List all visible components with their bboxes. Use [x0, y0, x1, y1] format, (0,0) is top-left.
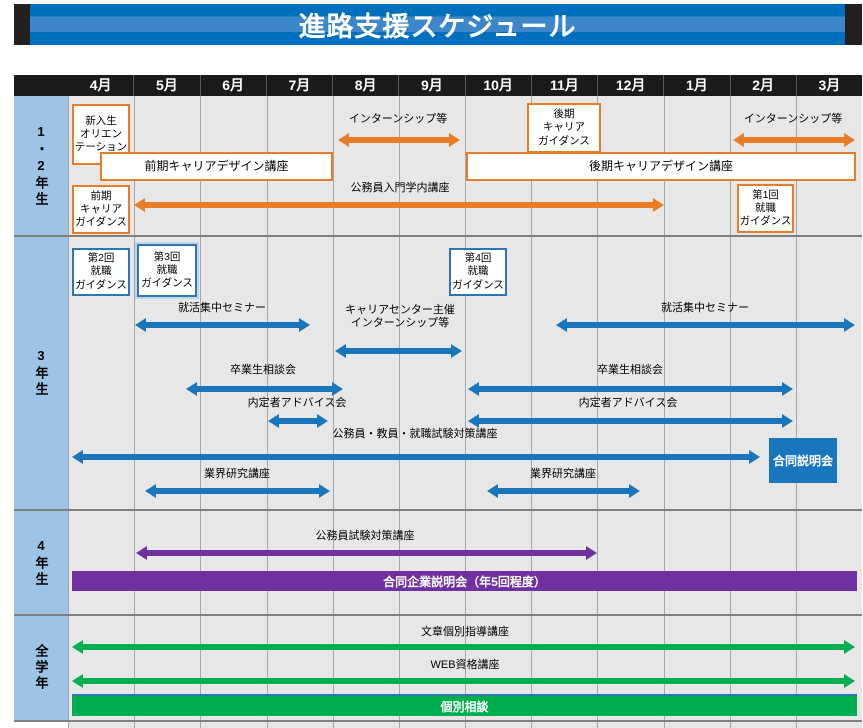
event-box-job-guidance-2: 第2回 就職 ガイダンス — [72, 248, 130, 296]
event-label-naitei-advice-left: 内定者アドバイス会 — [247, 397, 347, 409]
event-label-exam-prep-course: 公務員・教員・就職試験対策講座 — [332, 428, 498, 440]
bar-individual-consultation: 個別相談 — [72, 694, 857, 716]
arrow-internship-second-half — [733, 133, 855, 147]
event-box-career-design-second-term: 後期キャリアデザイン講座 — [466, 152, 856, 181]
month-header: 3月 — [795, 75, 862, 96]
event-label-writing-course: 文章個別指導講座 — [421, 626, 509, 638]
event-box-job-guidance-4: 第4回 就職 ガイダンス — [449, 248, 507, 296]
event-label-career-center-internship: キャリアセンター主催 インターンシップ等 — [345, 304, 455, 330]
arrow-alumni-consultation-left — [186, 382, 343, 396]
page-title: 進路支援スケジュール — [298, 12, 577, 42]
event-label-job-hunting-seminar-right: 就活集中セミナー — [661, 302, 749, 314]
arrow-job-hunting-seminar-left — [135, 318, 310, 332]
month-header: 5月 — [133, 75, 199, 96]
arrow-career-center-internship — [335, 344, 462, 358]
month-header: 12月 — [597, 75, 663, 96]
arrow-civil-servant-intro-course — [134, 198, 664, 212]
event-label-alumni-consultation-left: 卒業生相談会 — [230, 364, 296, 376]
event-label-naitei-advice-right: 内定者アドバイス会 — [578, 397, 678, 409]
event-box-job-guidance-3: 第3回 就職 ガイダンス — [137, 244, 197, 297]
month-header: 11月 — [530, 75, 597, 96]
event-box-joint-briefing: 合同説明会 — [769, 438, 837, 483]
month-header: 4月 — [89, 77, 112, 93]
row-label-grade4: 4年生 — [14, 511, 68, 614]
event-box-career-design-first-term: 前期キャリアデザイン講座 — [100, 152, 333, 181]
arrow-job-hunting-seminar-right — [556, 318, 855, 332]
event-label-internship-second-half: インターンシップ等 — [743, 113, 843, 125]
section-divider — [14, 614, 862, 616]
arrow-web-certificate-course — [72, 674, 855, 688]
section-divider — [14, 235, 862, 237]
section-divider — [14, 720, 862, 722]
arrow-alumni-consultation-right — [468, 382, 793, 396]
arrow-naitei-advice-right — [468, 414, 793, 428]
month-header: 6月 — [199, 75, 266, 96]
event-label-civil-servant-intro-course: 公務員入門学内講座 — [350, 182, 450, 194]
arrow-exam-prep-course — [72, 450, 760, 464]
event-label-alumni-consultation-right: 卒業生相談会 — [597, 364, 663, 376]
month-header: 2月 — [729, 75, 796, 96]
event-label-internship-first-half: インターンシップ等 — [348, 113, 448, 125]
event-label-industry-research-right: 業界研究講座 — [530, 468, 596, 480]
event-box-job-guidance-1: 第1回 就職 ガイダンス — [737, 184, 794, 233]
row-label-grade12: 1・2年生 — [14, 96, 68, 235]
arrow-civil-exam-prep — [136, 546, 597, 560]
event-label-civil-exam-prep: 公務員試験対策講座 — [315, 530, 415, 542]
month-header: 7月 — [265, 75, 332, 96]
arrow-naitei-advice-left — [268, 414, 328, 428]
arrow-industry-research-left — [145, 484, 330, 498]
row-label-all-grades: 全学年 — [14, 616, 68, 720]
arrow-internship-first-half — [338, 133, 460, 147]
title-banner: 進路支援スケジュール — [30, 4, 845, 45]
event-label-industry-research-left: 業界研究講座 — [204, 468, 270, 480]
event-box-career-guidance-first-term: 前期 キャリア ガイダンス — [72, 185, 130, 234]
header-corner-cell — [14, 75, 68, 96]
month-header: 8月 — [332, 75, 398, 96]
month-header: 9月 — [398, 75, 464, 96]
month-header-row: 4月 5月 6月 7月 8月 9月 10月 11月 12月 1月 2月 3月 — [68, 75, 862, 96]
event-label-job-hunting-seminar-left: 就活集中セミナー — [178, 302, 266, 314]
chart-grid — [68, 96, 862, 728]
arrow-industry-research-right — [487, 484, 640, 498]
event-box-career-guidance-second-term: 後期 キャリア ガイダンス — [527, 103, 601, 153]
arrow-writing-course — [72, 640, 855, 654]
row-label-grade3: 3年生 — [14, 237, 68, 509]
month-header: 10月 — [464, 75, 531, 96]
banner-endcap-left — [14, 4, 30, 45]
section-divider — [14, 509, 862, 511]
month-header: 1月 — [663, 75, 729, 96]
bar-joint-company-fair: 合同企業説明会（年5回程度） — [72, 571, 857, 591]
event-label-web-certificate-course: WEB資格講座 — [430, 659, 500, 671]
banner-endcap-right — [845, 4, 862, 45]
